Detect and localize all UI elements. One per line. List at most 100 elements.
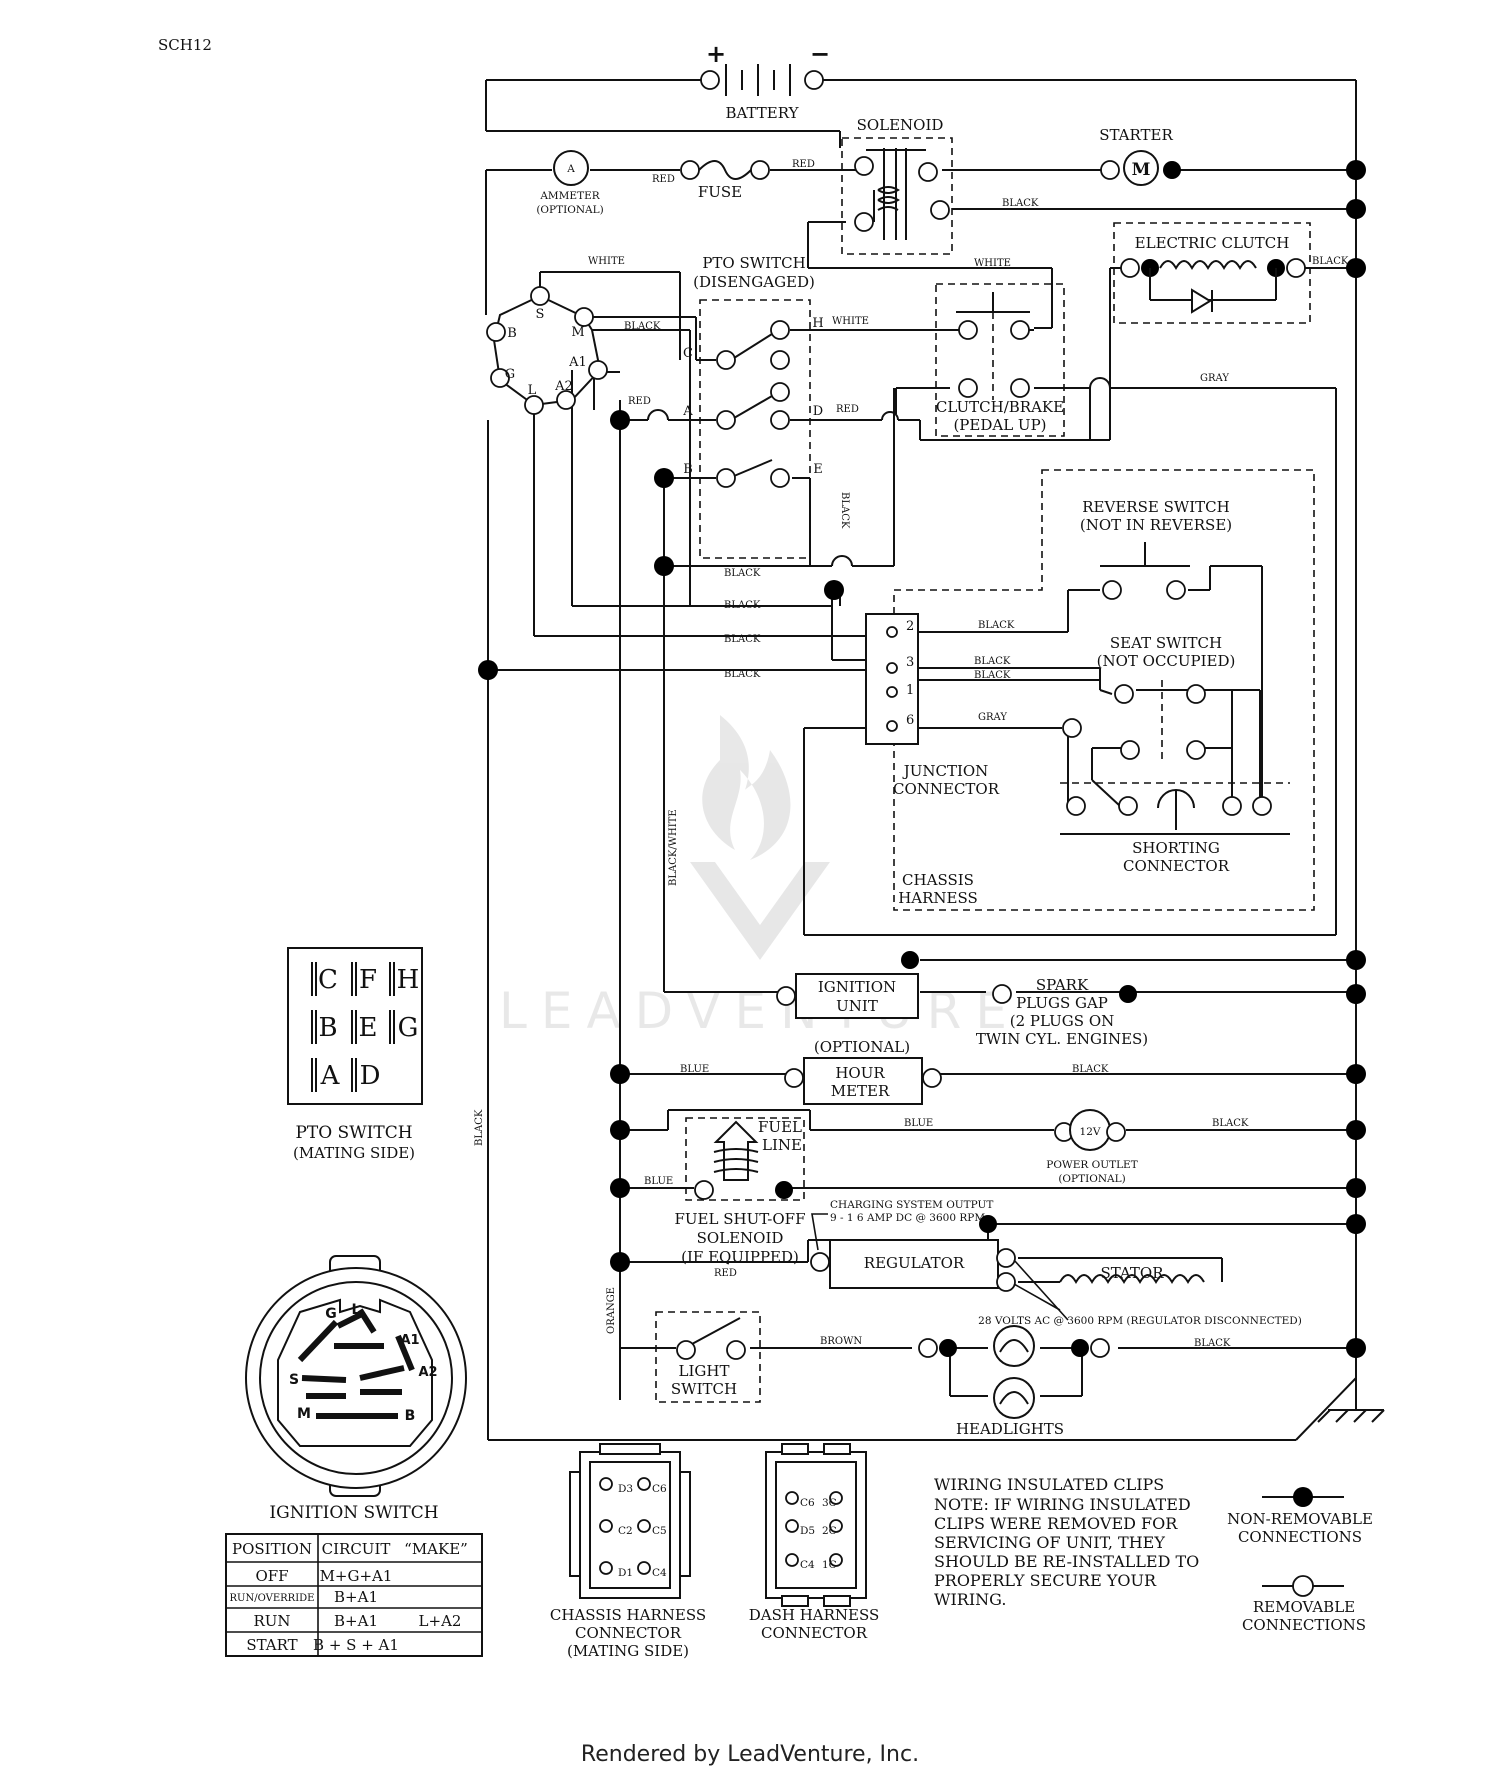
legend: NON-REMOVABLE CONNECTIONS REMOVABLE CONN… (1227, 1487, 1373, 1634)
wiring-note-title: WIRING INSULATED CLIPS (934, 1475, 1164, 1494)
wiring-note-line-2: SERVICING OF UNIT, THEY (934, 1533, 1165, 1552)
wiring-note: WIRING INSULATED CLIPS NOTE: IF WIRING I… (934, 1475, 1199, 1609)
wire-color-labels: RED RED BLACK WHITE WHITE WHITE BLACK BL… (474, 159, 1349, 1349)
battery: + − BATTERY (700, 40, 830, 122)
ign-face-s: S (289, 1372, 299, 1388)
pto-pin-e: E (359, 1013, 378, 1043)
sheet-id: SCH12 (158, 36, 212, 54)
shorting-connector-label1: SHORTING (1132, 839, 1220, 857)
chassis-conn-pin-c5: C5 (652, 1525, 667, 1537)
ign-term-b: B (507, 326, 517, 341)
pto-term-h: H (812, 316, 823, 331)
ign-face-l: L (352, 1302, 361, 1318)
pto-pin-f: F (359, 965, 377, 995)
chassis-harness-label2: HARNESS (898, 889, 978, 907)
ign-row-0-position: OFF (255, 1567, 288, 1585)
dash-conn-l1: DASH HARNESS (749, 1606, 880, 1624)
pto-term-b: B (683, 462, 693, 477)
fuel-line-l2: LINE (762, 1136, 802, 1154)
regulator-label: REGULATOR (864, 1254, 965, 1272)
wire-red-1: RED (652, 174, 675, 185)
wire-blue-1: BLUE (680, 1064, 709, 1075)
chassis-conn-pin-c6: C6 (652, 1483, 667, 1495)
pto-mating-row-2: B E G (311, 1010, 418, 1044)
dash-conn-l2: CONNECTOR (761, 1624, 868, 1642)
pto-term-a: A (682, 404, 693, 419)
fuel-solenoid-l3: (IF EQUIPPED) (681, 1248, 799, 1266)
pto-pin-a: A (320, 1061, 341, 1091)
ammeter-sub: (OPTIONAL) (536, 204, 603, 216)
wire-black-hm: BLACK (1072, 1064, 1109, 1075)
pto-pin-d: D (360, 1061, 381, 1091)
dash-conn-pin-3c: 3C (822, 1497, 837, 1509)
pto-mating-row-1: C F H (311, 962, 419, 996)
ign-row-2-circuit: B+A1 (334, 1612, 378, 1630)
hour-meter-l1: HOUR (835, 1064, 885, 1082)
ign-term-l: L (528, 383, 537, 398)
wire-gray-j6: GRAY (978, 712, 1007, 723)
ign-row-3-circuit: B + S + A1 (313, 1636, 399, 1654)
ammeter-symbol: A (566, 163, 575, 175)
wiring-note-line-3: SHOULD BE RE-INSTALLED TO (934, 1552, 1199, 1571)
wire-black-j2: BLACK (978, 620, 1015, 631)
ign-row-3-position: START (246, 1636, 297, 1654)
clutch-brake-label: CLUTCH/BRAKE (936, 398, 1064, 416)
seat-switch-state: (NOT OCCUPIED) (1097, 652, 1236, 670)
chassis-harness-label1: CHASSIS (902, 871, 974, 889)
seat-switch: SEAT SWITCH (NOT OCCUPIED) (1062, 634, 1236, 760)
headlights: HEADLIGHTS (918, 1325, 1110, 1438)
wiring-note-line-5: WIRING. (934, 1590, 1006, 1609)
wire-white-2: WHITE (974, 258, 1011, 269)
ign-row-2-extra: L+A2 (419, 1612, 462, 1630)
hour-meter-l2: METER (831, 1082, 890, 1100)
wire-black-hl: BLACK (1194, 1338, 1231, 1349)
ignition-unit-label1: IGNITION (818, 978, 896, 996)
spark-plugs-l4: TWIN CYL. ENGINES) (976, 1030, 1148, 1048)
battery-plus: + (706, 40, 726, 68)
ammeter-label: AMMETER (539, 190, 600, 202)
wire-red-a: RED (628, 396, 651, 407)
power-outlet-sub: (OPTIONAL) (1058, 1173, 1125, 1185)
fuse-label: FUSE (698, 183, 742, 201)
wire-black-white: BLACK/WHITE (668, 809, 679, 886)
junction-pin-1: 1 (906, 683, 914, 698)
ignition-switch-face: G L A1 A2 S M B IGNITION SWITCH (245, 1255, 467, 1523)
chassis-harness-connector: D3 C6 C2 C5 D1 C4 CHASSIS HARNESS CONNEC… (550, 1443, 706, 1660)
charging-system: CHARGING SYSTEM OUTPUT 9 - 1 6 AMP DC @ … (810, 1199, 1302, 1327)
power-outlet-label: POWER OUTLET (1046, 1159, 1137, 1171)
watermark-text: LEADVENTURE (499, 982, 1021, 1040)
wire-gray-1: GRAY (1200, 373, 1229, 384)
chassis-conn-l1: CHASSIS HARNESS (550, 1606, 706, 1624)
wire-white-1: WHITE (588, 256, 625, 267)
ign-row-1-position: RUN/OVERRIDE (230, 1593, 315, 1604)
spark-plugs-l3: (2 PLUGS ON (1010, 1012, 1115, 1030)
spark-plugs-l2: PLUGS GAP (1016, 994, 1108, 1012)
shorting-connector: SHORTING CONNECTOR (1060, 782, 1290, 875)
chassis-conn-pin-d3: D3 (618, 1483, 633, 1495)
junction-label2: CONNECTOR (893, 780, 1000, 798)
footer-credit: Rendered by LeadVenture, Inc. (580, 1742, 920, 1767)
fuel-solenoid-l1: FUEL SHUT-OFF (675, 1210, 806, 1228)
ign-row-2-position: RUN (253, 1612, 290, 1630)
solenoid: SOLENOID (841, 116, 953, 255)
ign-face-b: B (405, 1408, 416, 1424)
chassis-conn-l3: (MATING SIDE) (567, 1642, 689, 1660)
stator-note: 28 VOLTS AC @ 3600 RPM (REGULATOR DISCON… (978, 1315, 1302, 1327)
pto-mating-side: C F H B E G A D PTO SWITCH (MATING SIDE) (287, 947, 423, 1162)
junction-label1: JUNCTION (902, 762, 989, 780)
starter-label: STARTER (1099, 126, 1173, 144)
fuse: FUSE (680, 160, 770, 201)
pto-term-c: C (683, 346, 693, 361)
chassis-conn-pin-d1: D1 (618, 1567, 633, 1579)
battery-label: BATTERY (725, 104, 799, 122)
wire-red-d: RED (836, 404, 859, 415)
wire-blue-3: BLUE (644, 1176, 673, 1187)
wire-black-po: BLACK (1212, 1118, 1249, 1129)
light-switch-l2: SWITCH (671, 1380, 737, 1398)
wire-black-5: BLACK (724, 669, 761, 680)
pto-pin-b: B (318, 1013, 337, 1043)
wire-orange: ORANGE (606, 1287, 617, 1334)
reverse-switch-state: (NOT IN REVERSE) (1080, 516, 1232, 534)
ign-row-1-circuit: B+A1 (334, 1588, 378, 1606)
wire-red-2: RED (792, 159, 815, 170)
